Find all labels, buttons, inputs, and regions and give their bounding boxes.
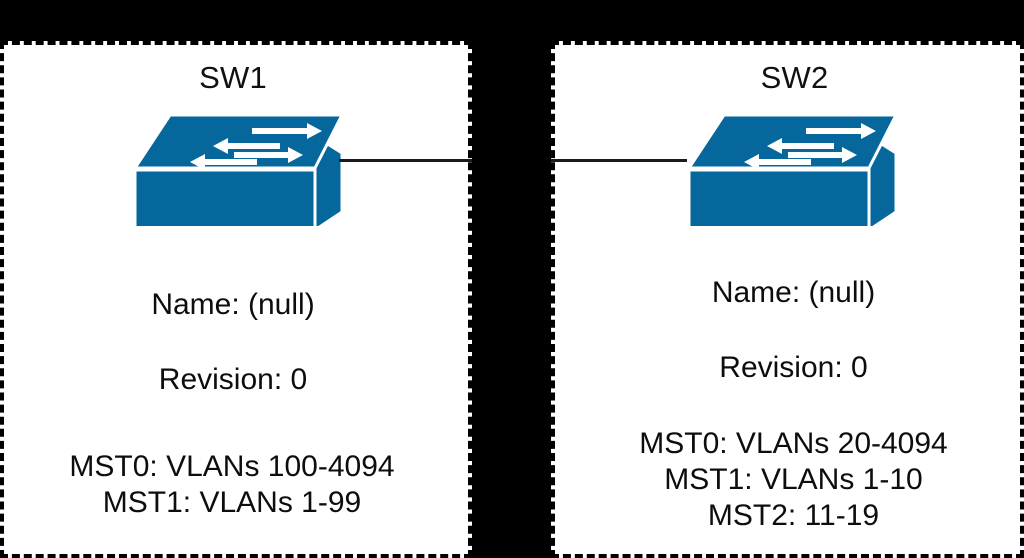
network-switch-icon <box>130 106 345 226</box>
mst-instance-line: MST0: VLANs 20-4094 <box>639 427 948 460</box>
mst-instance-line: MST1: VLANs 1-10 <box>664 463 923 496</box>
mst-instance-list: MST0: VLANs 100-4094 MST1: VLANs 1-99 <box>0 449 464 521</box>
region-name-line: Name: (null) <box>711 276 876 309</box>
mst-instance-list: MST0: VLANs 20-4094 MST1: VLANs 1-10 MST… <box>561 426 1024 534</box>
switch-label-sw1: SW1 <box>199 60 267 95</box>
mst-instance-line: MST0: VLANs 100-4094 <box>69 450 395 483</box>
mst-instance-line: MST2: 11-19 <box>707 499 880 532</box>
mst-region-right: SW2 Name: (null) Revision: 0 M <box>551 41 1024 558</box>
switch-link-segment-left <box>339 159 472 162</box>
mst-region-left: SW1 <box>0 41 472 558</box>
region-name-line: Name: (null) <box>151 288 315 321</box>
network-switch-icon <box>684 106 899 226</box>
region-revision-line: Revision: 0 <box>158 363 308 396</box>
mst-instance-line: MST1: VLANs 1-99 <box>102 486 362 519</box>
region-revision-line: Revision: 0 <box>719 351 868 384</box>
switch-link-segment-right <box>551 159 687 162</box>
switch-label-sw2: SW2 <box>760 60 829 95</box>
